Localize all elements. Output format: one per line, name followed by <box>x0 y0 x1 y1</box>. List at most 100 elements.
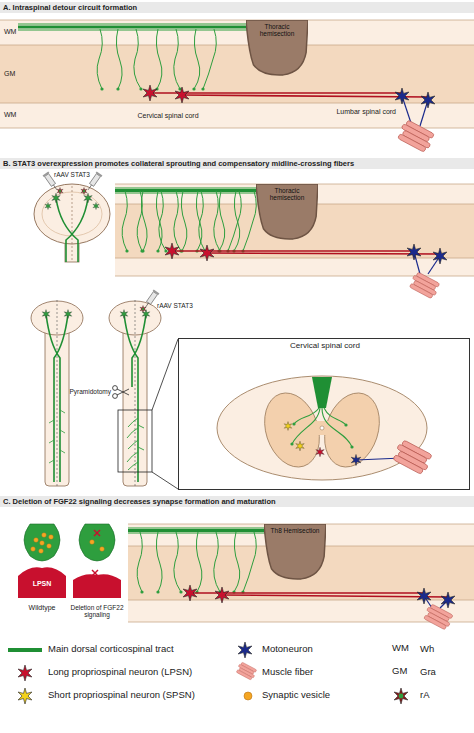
corticospinal-tract-b <box>115 188 262 193</box>
panel-heading: C. Deletion of FGF22 signaling decreases… <box>0 496 474 507</box>
muscle-sample-shape <box>235 661 257 680</box>
neuraxis-pyramidotomy-part-part <box>124 314 138 482</box>
motoneuron <box>407 244 421 260</box>
hemisection-lesion: Thoracic hemisection <box>256 184 318 240</box>
hemisection-lesion: Thoracic hemisection <box>246 20 308 76</box>
synapse-wildtype-part <box>31 533 54 554</box>
motoneuron <box>421 92 435 108</box>
cord-cross-section-part <box>312 377 332 408</box>
syringe-part <box>147 292 158 305</box>
neuraxis-pyramidotomy-part <box>123 328 147 486</box>
spinal-cord-c-part-part <box>128 600 474 601</box>
lpsn-neuron <box>200 245 214 261</box>
corticospinal-tract-a <box>18 24 252 30</box>
brain-section-part <box>93 202 99 209</box>
scissors-symbol-part <box>117 389 129 395</box>
synapse-wildtype-part-part <box>42 533 47 538</box>
panel-title: C. Deletion of FGF22 signaling decreases… <box>3 496 471 507</box>
hemisection-lesion: Th8 Hemisection <box>264 524 326 580</box>
synapse-wildtype-part-part <box>49 535 54 540</box>
neuron-sample <box>238 642 252 658</box>
corticospinal-tract-a-part <box>18 26 252 29</box>
collateral-sprouts <box>137 191 256 253</box>
syringe-part <box>43 171 50 177</box>
lesion-fill <box>264 524 326 579</box>
annotation-label: rAAV STAT3 <box>42 171 102 178</box>
raav-particle-part <box>142 308 144 310</box>
syringe-part <box>53 185 56 190</box>
annotation-label: Deletion of FGF22 signaling <box>68 604 126 619</box>
zoom-indicator-part <box>152 339 178 410</box>
spinal-cord-a-part-part <box>0 103 474 104</box>
lpsn-neuron <box>143 85 157 101</box>
annotation-label: WM <box>4 28 26 36</box>
raav-particle-part <box>81 187 87 194</box>
lpsn-neuron <box>183 585 197 601</box>
raav-sample-core <box>399 694 404 699</box>
synapse-wildtype-part <box>18 567 66 598</box>
scissors-symbol-part <box>113 386 118 391</box>
muscle-sample <box>235 661 257 680</box>
syringe-part <box>45 174 56 187</box>
panel-heading: A. Intraspinal detour circuit formation <box>0 2 474 13</box>
spinal-cord-a-part-part <box>0 20 474 21</box>
neuraxis-pyramidotomy-part <box>124 314 146 482</box>
raav-particle-part <box>83 190 85 192</box>
muscle-fiber <box>423 603 455 631</box>
neuraxis-pyramidotomy-part <box>135 300 136 486</box>
legend-swatch <box>14 662 50 684</box>
cord-cross-section-part <box>320 426 324 430</box>
neuraxis-intact-part-part <box>46 314 60 482</box>
panel-title: A. Intraspinal detour circuit formation <box>3 2 471 13</box>
syringe <box>142 289 159 309</box>
syringe-part <box>96 171 103 177</box>
motoneuron <box>441 592 455 608</box>
corticospinal-tract-c-part <box>128 528 268 529</box>
spinal-cord-b <box>115 184 474 276</box>
raav-particle <box>140 305 146 312</box>
cord-cross-section-part <box>284 422 292 431</box>
legend-text: Short propriospinal neuron (SPSN) <box>48 690 195 701</box>
neuraxis-pyramidotomy-part-part <box>120 310 128 319</box>
neuraxis-pyramidotomy-part-part <box>128 418 138 427</box>
legend-sample-text: GM <box>392 666 418 677</box>
neuraxis-pyramidotomy-part-part <box>138 425 144 428</box>
cord-cross-section-part-part <box>296 441 304 451</box>
muscle-fiber <box>396 119 436 153</box>
neuraxis-intact-part <box>45 328 69 486</box>
cord-cross-section-part-part <box>344 423 347 426</box>
neuraxis-intact-part-part <box>54 314 68 482</box>
neuron-sample <box>18 688 32 704</box>
brain-section <box>34 184 110 262</box>
syringe-part <box>88 185 91 190</box>
lpsn-neuron <box>165 243 179 259</box>
cord-cross-section-part-part <box>284 422 292 431</box>
inset-box: Cervical spinal cord <box>178 338 470 490</box>
spinal-cord-a-part <box>0 45 474 103</box>
annotation-label: Cervical spinal cord <box>118 112 218 120</box>
syringe-part <box>90 174 101 187</box>
synapse-wildtype-part-part <box>34 538 39 543</box>
raav-particle <box>81 187 87 194</box>
panel-heading: B. STAT3 overexpression promotes collate… <box>0 158 474 169</box>
spinal-cord-a-part-part <box>0 45 474 46</box>
neuraxis-pyramidotomy <box>109 300 161 486</box>
legend-swatch <box>14 685 50 707</box>
motoneuron <box>433 248 447 264</box>
cord-cross-section-part <box>217 376 427 480</box>
brain-section-part <box>84 193 92 203</box>
cord-cross-section-part-part <box>316 447 324 457</box>
lpsn-axons-a <box>150 93 428 100</box>
synapse-fgf22-deleted-part-part <box>94 530 100 536</box>
legend-text: Long propriospinal neuron (LPSN) <box>48 667 192 678</box>
synapse-wildtype-part-part <box>39 549 44 554</box>
neuraxis-intact-part <box>46 314 68 482</box>
spinal-cord-c <box>128 524 474 622</box>
synapse-fgf22-deleted-part <box>73 574 121 598</box>
brain-section-part-part <box>93 202 99 209</box>
cord-cross-section-part-part <box>322 408 352 447</box>
lpsn-axons-c-part <box>222 595 448 600</box>
annotation-label: Wildtype <box>10 604 74 612</box>
legend-text: Muscle fiber <box>262 667 313 678</box>
